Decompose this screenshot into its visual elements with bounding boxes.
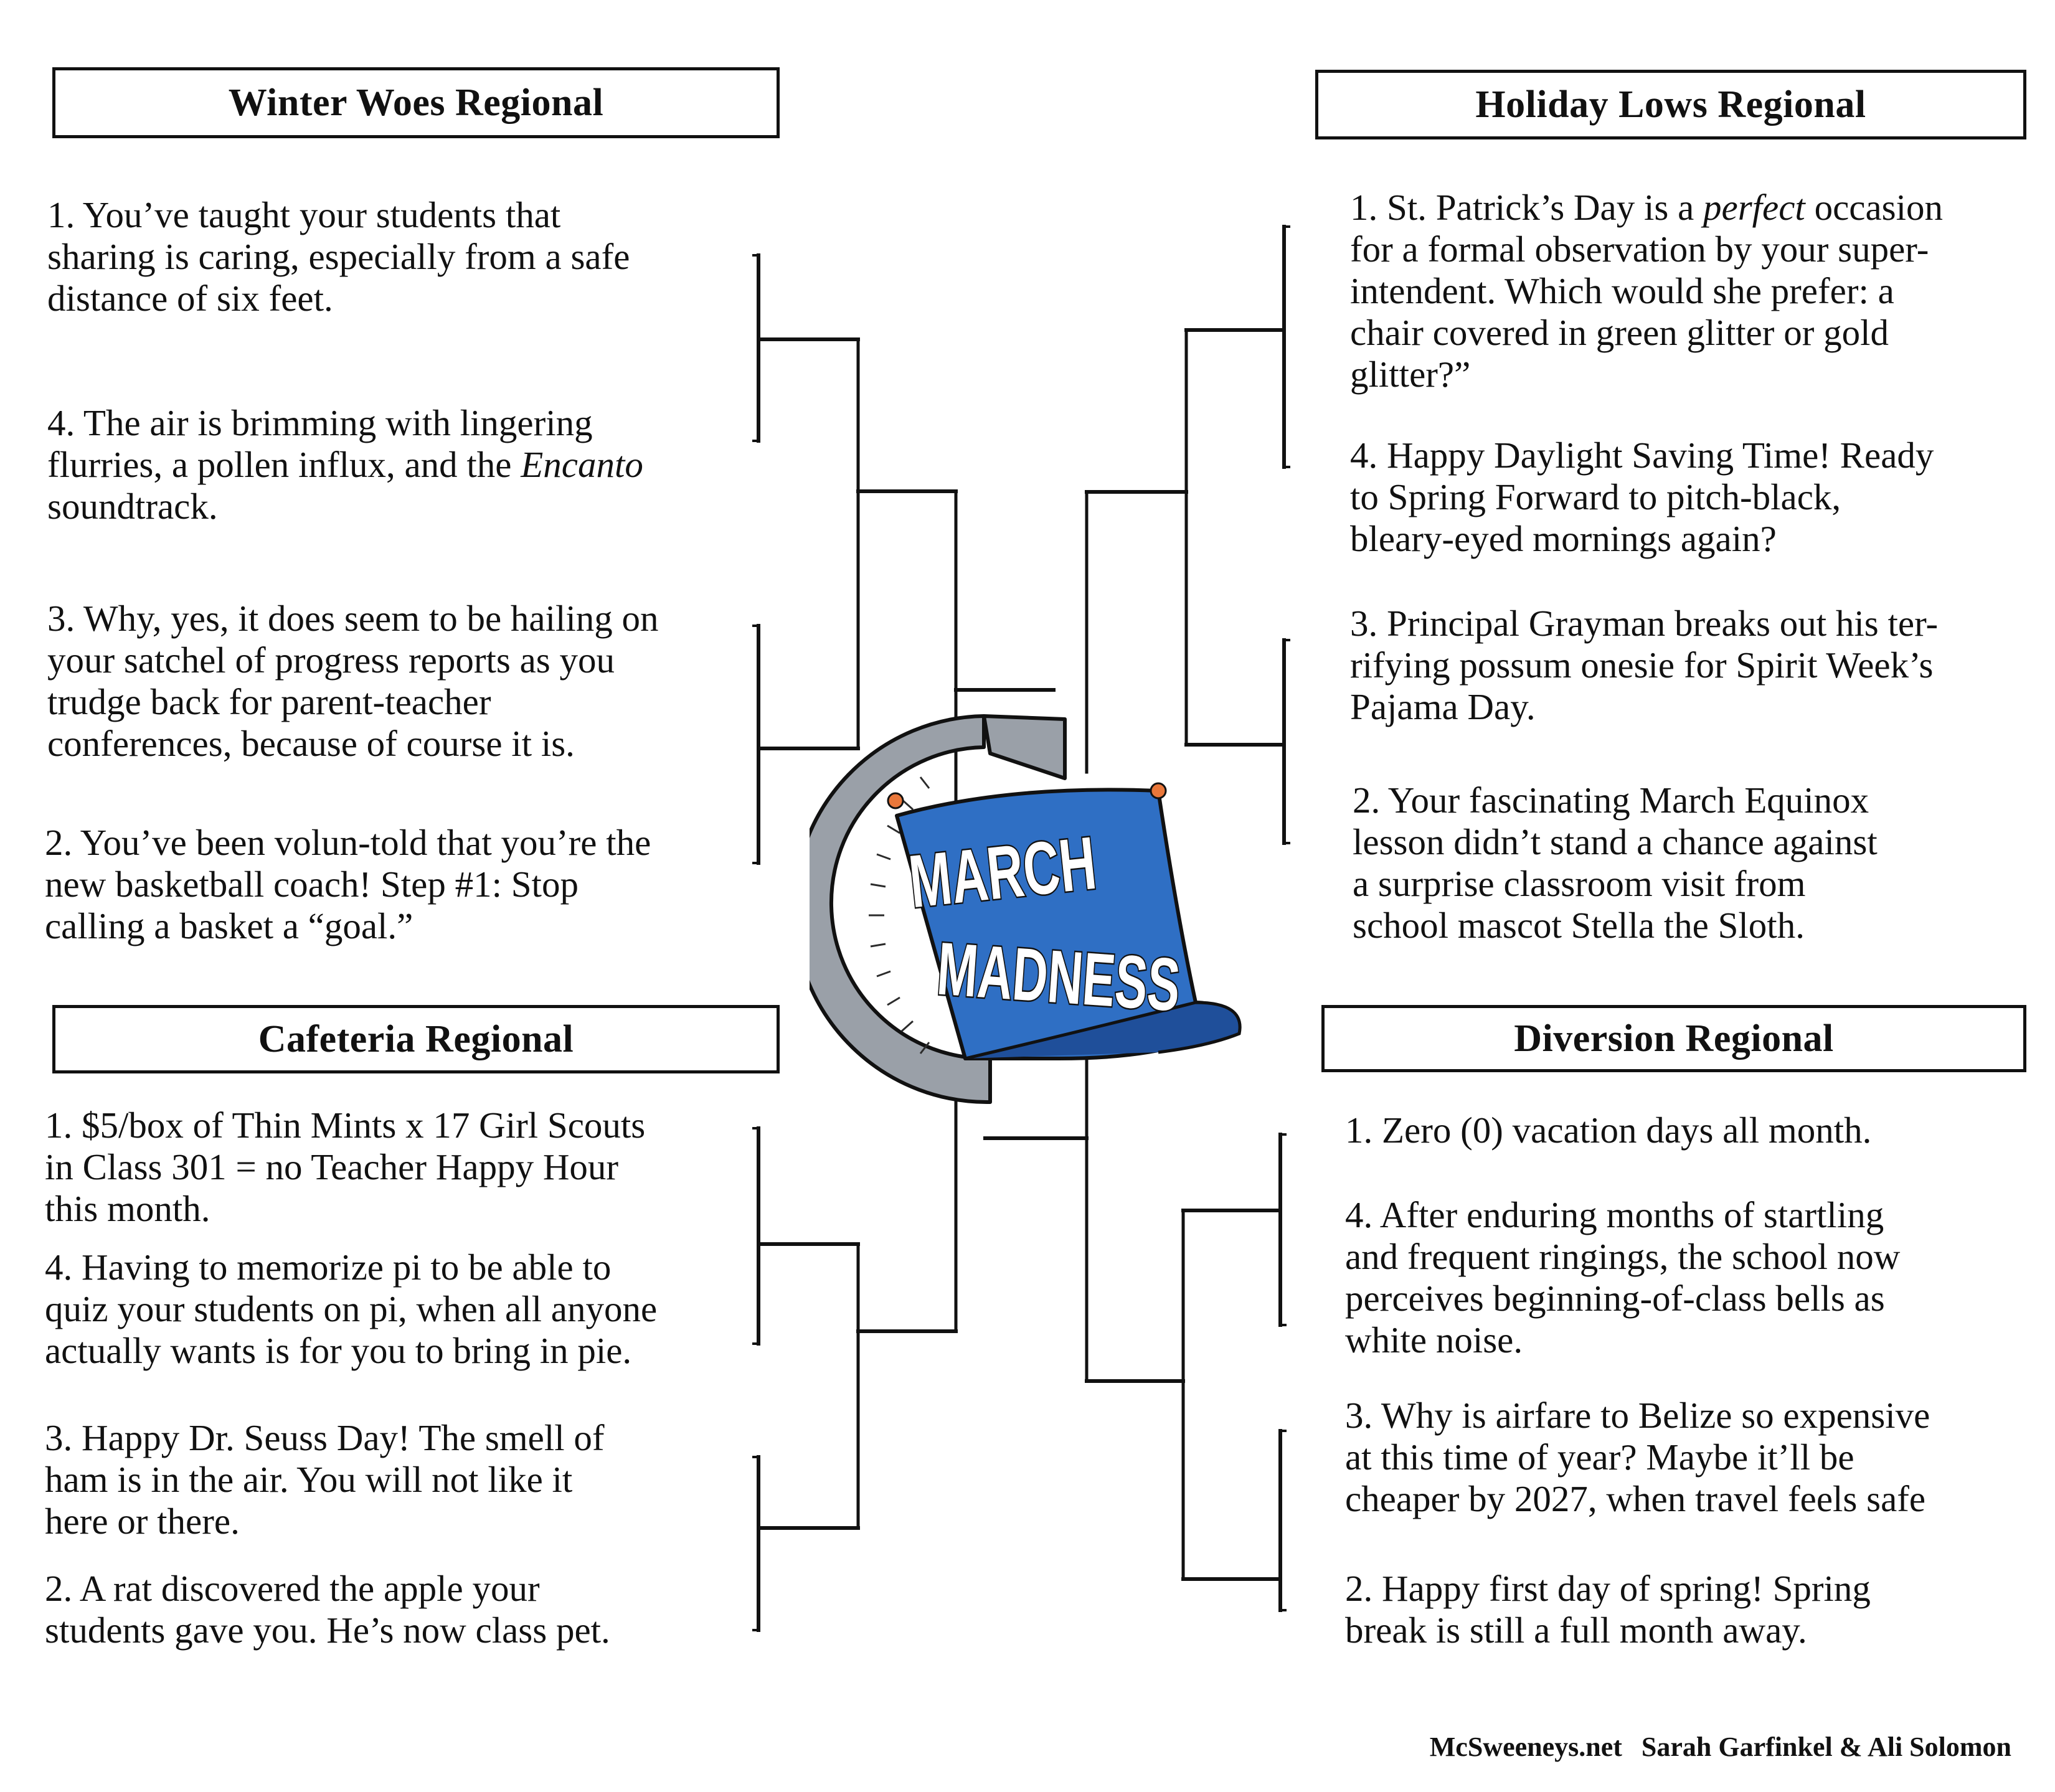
winter-region-title-text: Winter Woes Regional xyxy=(228,81,604,124)
credit-line: McSweeneys.net Sarah Garfinkel & Ali Sol… xyxy=(1430,1731,2011,1763)
holiday-lows-regional-title: Holiday Lows Regional xyxy=(1315,70,2026,139)
cafeteria-regional-title: Cafeteria Regional xyxy=(52,1005,780,1073)
diversion-region-title-text: Diversion Regional xyxy=(1514,1017,1834,1060)
diversion-entry-4: 4. After enduring months of startling an… xyxy=(1345,1194,1901,1361)
cafeteria-entry-2: 2. A rat discovered the apple your stude… xyxy=(45,1568,610,1651)
holiday-entry-1-italic: perfect xyxy=(1703,187,1805,228)
holiday-bracket xyxy=(1085,225,1290,845)
banner-icon xyxy=(895,788,1242,1060)
march-madness-logo: MARCH MADNESS xyxy=(810,714,1242,1105)
diversion-regional-title: Diversion Regional xyxy=(1321,1005,2026,1072)
winter-entry-1: 1. You’ve taught your students that shar… xyxy=(47,194,630,319)
cafeteria-bracket xyxy=(752,1094,1089,1632)
holiday-region-title-text: Holiday Lows Regional xyxy=(1475,83,1866,126)
diversion-bracket xyxy=(1085,1057,1287,1612)
diversion-entry-3: 3. Why is airfare to Belize so expensive… xyxy=(1345,1395,1930,1519)
pin-icon xyxy=(887,782,1167,809)
holiday-entry-4: 4. Happy Daylight Saving Time! Ready to … xyxy=(1350,435,1934,559)
logo-line-madness: MADNESS xyxy=(935,927,1183,1027)
cafeteria-entry-1: 1. $5/box of Thin Mints x 17 Girl Scouts… xyxy=(45,1105,646,1229)
protractor-icon xyxy=(810,714,1067,1105)
credit-site: McSweeneys.net xyxy=(1429,1732,1622,1762)
winter-entry-4-italic: Encanto xyxy=(521,444,643,485)
holiday-entry-1: 1. St. Patrick’s Day is a perfect occasi… xyxy=(1350,187,1943,395)
cafeteria-entry-4: 4. Having to memorize pi to be able to q… xyxy=(45,1247,658,1371)
credit-authors: Sarah Garfinkel & Ali Solomon xyxy=(1641,1732,2011,1762)
winter-bracket xyxy=(752,253,1056,865)
winter-entry-4: 4. The air is brimming with lingering fl… xyxy=(47,402,643,527)
winter-entry-2: 2. You’ve been volun-told that you’re th… xyxy=(45,822,651,946)
diversion-entry-1: 1. Zero (0) vacation days all month. xyxy=(1345,1110,1872,1151)
winter-woes-regional-title: Winter Woes Regional xyxy=(52,67,780,138)
diversion-entry-2: 2. Happy first day of spring! Spring bre… xyxy=(1345,1568,1871,1651)
cafeteria-region-title-text: Cafeteria Regional xyxy=(258,1017,574,1060)
winter-entry-3: 3. Why, yes, it does seem to be hailing … xyxy=(47,598,659,764)
holiday-entry-2: 2. Your fascinating March Equinox lesson… xyxy=(1353,780,1878,946)
holiday-entry-3: 3. Principal Grayman breaks out his ter-… xyxy=(1350,603,1939,727)
cafeteria-entry-3: 3. Happy Dr. Seuss Day! The smell of ham… xyxy=(45,1417,605,1542)
